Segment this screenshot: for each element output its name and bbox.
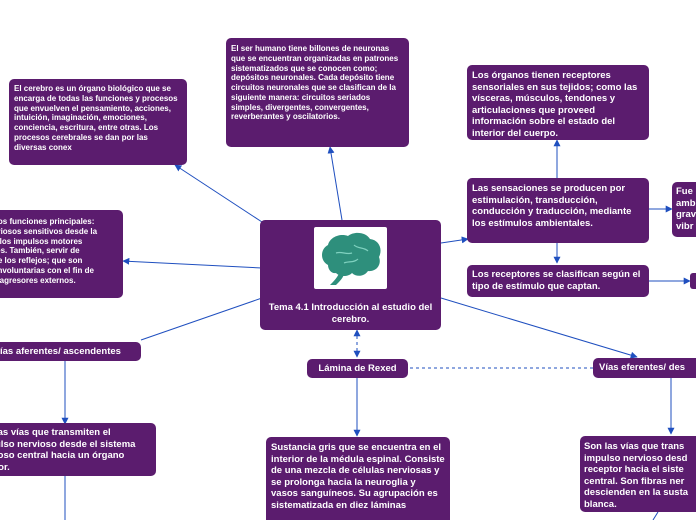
link-to-vias-aferentes bbox=[140, 297, 263, 341]
link-to-sensaciones bbox=[440, 236, 469, 244]
link-to-vias-eferentes bbox=[440, 297, 638, 359]
lamina-rexed-node[interactable]: Lámina de Rexed bbox=[307, 359, 408, 378]
vias-aferentes-node[interactable]: ías aferentes/ ascendentes bbox=[0, 342, 141, 361]
receptores-organos-node[interactable]: Los órganos tienen receptores sensoriale… bbox=[467, 65, 649, 140]
link-to-cerebro-def bbox=[174, 164, 263, 223]
funciones-node[interactable]: dos funciones principales: rviosos sensi… bbox=[0, 210, 123, 298]
central-topic[interactable]: Tema 4.1 Introducción al estudio del cer… bbox=[260, 220, 441, 330]
neuronas-node[interactable]: El ser humano tiene billones de neuronas… bbox=[226, 38, 409, 147]
link-eferentes-def-down bbox=[652, 511, 659, 520]
vias-eferentes-node[interactable]: Vías eferentes/ des bbox=[593, 358, 696, 378]
central-topic-title: Tema 4.1 Introducción al estudio del cer… bbox=[268, 302, 433, 325]
offscreen-node[interactable] bbox=[690, 273, 696, 289]
eferentes-definition-node[interactable]: Son las vías que trans impulso nervioso … bbox=[580, 436, 696, 512]
link-to-neuronas bbox=[327, 146, 343, 221]
sensaciones-node[interactable]: Las sensaciones se producen por estimula… bbox=[467, 178, 649, 243]
link-to-funciones bbox=[122, 257, 263, 269]
receptores-clasificacion-node[interactable]: Los receptores se clasifican según el ti… bbox=[467, 265, 649, 297]
fuerza-node[interactable]: Fue amb grav vibr bbox=[672, 182, 696, 237]
brain-icon bbox=[314, 227, 387, 289]
aferentes-definition-node[interactable]: las vías que transmiten el ulso nervioso… bbox=[0, 423, 156, 476]
sustancia-gris-node[interactable]: Sustancia gris que se encuentra en el in… bbox=[266, 437, 450, 520]
cerebro-definition-node[interactable]: El cerebro es un órgano biológico que se… bbox=[9, 79, 187, 165]
